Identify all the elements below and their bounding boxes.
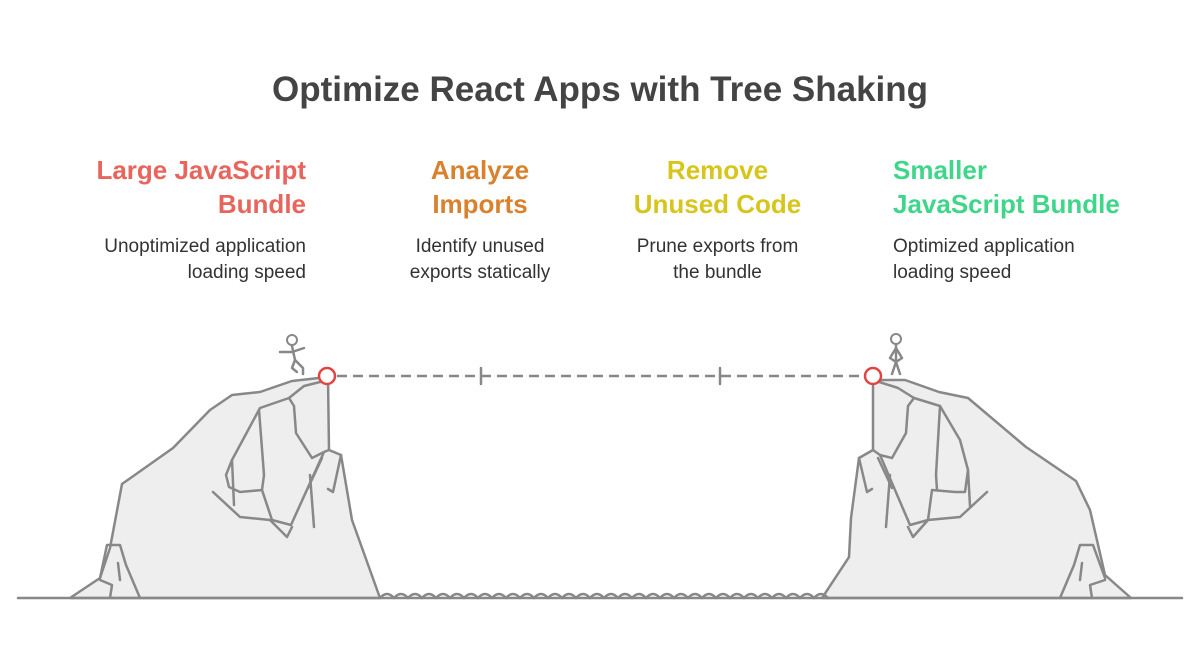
person-standing-icon xyxy=(888,333,904,376)
step-heading-line: Unused Code xyxy=(633,189,802,219)
step-description-line: loading speed xyxy=(893,262,1012,283)
step-heading: Analyze Imports xyxy=(380,153,580,221)
step-description: Unoptimized application loading speed xyxy=(26,234,306,286)
step-remove-unused-code: Remove Unused Code Prune exports from th… xyxy=(610,153,825,286)
step-heading-line: Analyze xyxy=(430,155,530,185)
person-balancing-icon xyxy=(278,334,306,376)
step-description-line: Prune exports from xyxy=(636,236,799,257)
diagram-title: Optimize React Apps with Tree Shaking xyxy=(271,70,929,109)
step-description: Identify unused exports statically xyxy=(380,234,580,286)
step-description-line: Identify unused xyxy=(415,236,545,257)
step-description-line: Optimized application xyxy=(893,236,1075,257)
water-waves xyxy=(378,592,830,600)
step-heading: Remove Unused Code xyxy=(610,153,825,221)
step-description-line: Unoptimized application xyxy=(104,236,306,257)
step-description-line: the bundle xyxy=(673,262,762,283)
step-smaller-bundle: Smaller JavaScript Bundle Optimized appl… xyxy=(893,153,1183,286)
start-marker-icon xyxy=(317,366,337,386)
step-heading-line: Imports xyxy=(432,189,528,219)
step-heading-line: Large JavaScript xyxy=(96,155,306,185)
step-heading: Smaller JavaScript Bundle xyxy=(893,153,1183,221)
left-cliff xyxy=(68,375,382,600)
step-analyze-imports: Analyze Imports Identify unused exports … xyxy=(380,153,580,286)
step-description: Prune exports from the bundle xyxy=(610,234,825,286)
step-description-line: exports statically xyxy=(409,262,551,283)
step-heading-line: JavaScript Bundle xyxy=(893,189,1120,219)
step-description-line: loading speed xyxy=(187,262,306,283)
step-heading: Large JavaScript Bundle xyxy=(26,153,306,221)
step-description: Optimized application loading speed xyxy=(893,234,1183,286)
right-cliff xyxy=(820,378,1133,600)
step-large-bundle: Large JavaScript Bundle Unoptimized appl… xyxy=(26,153,306,286)
step-heading-line: Remove xyxy=(666,155,769,185)
step-heading-line: Bundle xyxy=(217,189,306,219)
end-marker-icon xyxy=(863,366,883,386)
step-heading-line: Smaller xyxy=(893,155,987,185)
